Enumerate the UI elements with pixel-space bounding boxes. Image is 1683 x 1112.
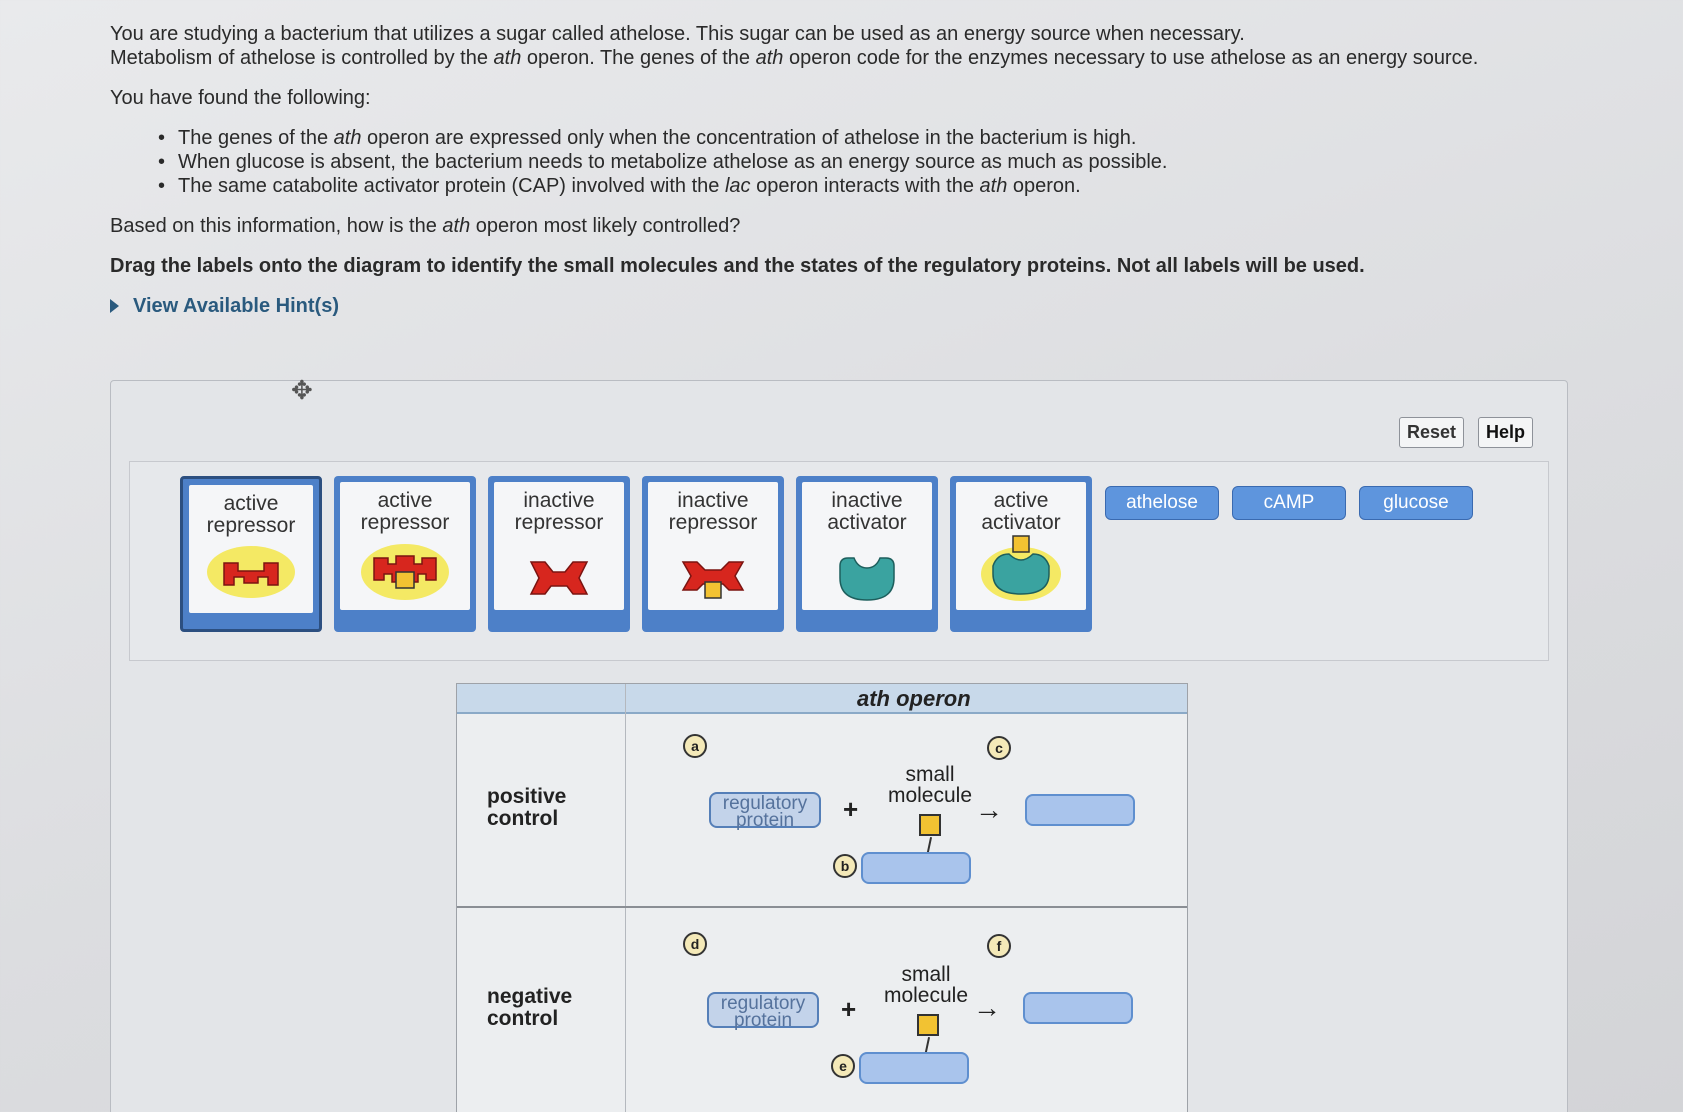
reset-button[interactable]: Reset [1398, 417, 1464, 448]
instruction-text: Drag the labels onto the diagram to iden… [110, 255, 1365, 277]
card-text: inactive [523, 489, 595, 512]
drop-target-f[interactable] [1023, 992, 1133, 1024]
intro-line-2a: Metabolism of athelose is controlled by … [110, 47, 494, 69]
hint-link-text: View Available Hint(s) [133, 295, 339, 317]
intro-line-1: You are studying a bacterium that utiliz… [110, 23, 1245, 45]
drag-drop-panel: ✥ Reset Help active repressor [110, 375, 1568, 1112]
drop-target-marker-e: e [831, 1054, 855, 1078]
arrow-icon: → [973, 992, 1001, 1023]
label-chip-athelose[interactable]: athelose [1105, 486, 1219, 520]
help-button[interactable]: Help [1477, 417, 1533, 448]
diagram-header: ath operon [457, 684, 1187, 714]
inactive-repressor-icon [488, 552, 630, 602]
drop-target-marker-b: b [833, 854, 857, 878]
card-text: active [223, 492, 279, 515]
label-tray: active repressor active repressor [129, 461, 1549, 661]
row-divider [457, 906, 1187, 908]
question-text: You are studying a bacterium that utiliz… [110, 22, 1590, 319]
finding-3: The same catabolite activator protein (C… [158, 174, 1590, 198]
label-card-inactive-activator[interactable]: inactive activator [796, 476, 938, 632]
move-handle-icon[interactable]: ✥ [291, 375, 313, 405]
label-chip-glucose[interactable]: glucose [1359, 486, 1473, 520]
card-text: active [377, 489, 433, 512]
panel-toolbar: Reset Help [1398, 417, 1533, 448]
drop-target-marker-d: d [683, 932, 707, 956]
plus-sign: + [841, 994, 857, 1024]
finding-1: The genes of the ath operon are expresse… [158, 126, 1590, 150]
image-label-cards: active repressor active repressor [180, 476, 1092, 632]
drop-target-c[interactable] [1025, 794, 1135, 826]
label-chip-camp[interactable]: cAMP [1232, 486, 1346, 520]
inactive-repressor-with-small-molecule-icon [642, 552, 784, 602]
drop-target-marker-c: c [987, 736, 1011, 760]
card-text: active [993, 489, 1049, 512]
arrow-icon: → [975, 794, 1003, 825]
label-card-active-repressor-bound[interactable]: active repressor [334, 476, 476, 632]
small-molecule-square-icon [919, 814, 941, 836]
repressor-with-small-molecule-icon [334, 542, 476, 602]
small-molecule-square-icon [917, 1014, 939, 1036]
card-text: inactive [677, 489, 749, 512]
findings-list: The genes of the ath operon are expresse… [158, 126, 1590, 198]
drop-target-e[interactable] [859, 1052, 969, 1084]
card-text: activator [981, 511, 1061, 534]
intro-line-2b: operon. The genes of the [521, 47, 756, 69]
diagram-title: ath operon [857, 686, 971, 711]
plus-sign: + [843, 794, 859, 824]
card-text: repressor [206, 514, 296, 537]
finding-2: When glucose is absent, the bacterium ne… [158, 150, 1590, 174]
label-card-inactive-repressor-bound[interactable]: inactive repressor [642, 476, 784, 632]
expand-triangle-icon [110, 299, 119, 313]
card-text: repressor [668, 511, 758, 534]
column-divider [625, 684, 626, 1112]
card-text: inactive [831, 489, 903, 512]
ath-italic: ath [493, 47, 522, 69]
found-line: You have found the following: [110, 87, 371, 109]
inactive-activator-icon [796, 552, 938, 602]
label-card-inactive-repressor[interactable]: inactive repressor [488, 476, 630, 632]
active-activator-with-small-molecule-icon [950, 532, 1092, 602]
intro-line-2c: operon code for the enzymes necessary to… [783, 47, 1479, 69]
card-text: repressor [360, 511, 450, 534]
ath-italic: ath [755, 47, 784, 69]
card-text: activator [827, 511, 907, 534]
drop-target-marker-a: a [683, 734, 707, 758]
view-hints-link[interactable]: View Available Hint(s) [110, 294, 339, 318]
drop-target-marker-f: f [987, 934, 1011, 958]
label-card-active-repressor[interactable]: active repressor [180, 476, 322, 632]
label-card-active-activator[interactable]: active activator [950, 476, 1092, 632]
card-text: repressor [514, 511, 604, 534]
intro-paragraph: You are studying a bacterium that utiliz… [110, 22, 1590, 70]
active-repressor-icon [183, 545, 319, 599]
based-question: Based on this information, how is the at… [110, 215, 741, 237]
drop-target-b[interactable] [861, 852, 971, 884]
